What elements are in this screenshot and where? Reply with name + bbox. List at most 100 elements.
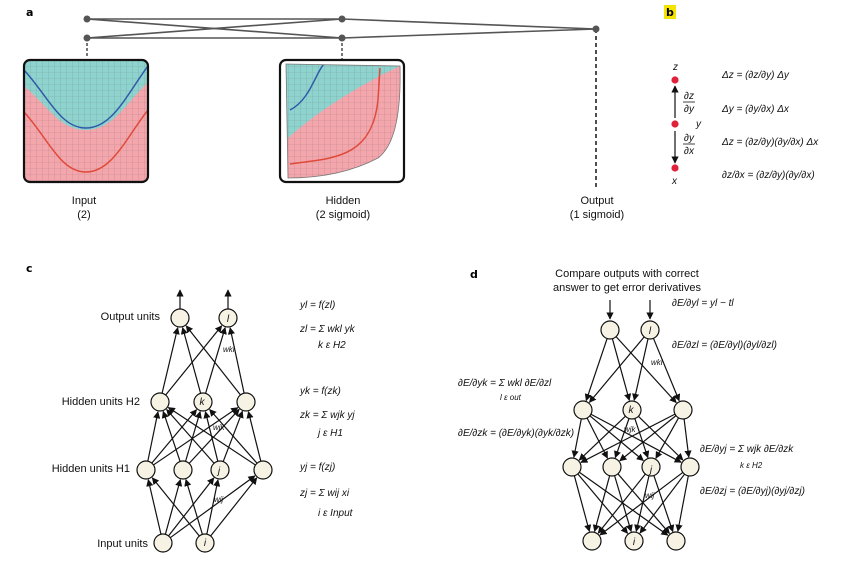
c-edge	[188, 408, 240, 464]
panel-a-network-edges	[86, 18, 597, 190]
d-edge	[634, 475, 650, 532]
d-node-j-label: j	[648, 465, 653, 476]
d-node	[640, 320, 660, 340]
c-edge	[151, 409, 198, 464]
d-eq-right-1-sub: k ε H2	[740, 461, 763, 470]
input-label: Input	[72, 195, 96, 207]
d-node	[666, 531, 686, 551]
c-node	[173, 460, 193, 480]
c-edge	[161, 410, 181, 462]
eq-b4: ∂z/∂x = (∂z/∂y)(∂y/∂x)	[722, 170, 815, 181]
panel-d-letter: d	[470, 268, 478, 281]
d-title-line-1: Compare outputs with correct	[555, 268, 699, 280]
c-eq-h2-2: zk = Σ wjk yj	[299, 410, 355, 421]
panel-d-nodes	[562, 320, 700, 551]
d-edge	[615, 336, 677, 404]
input-node-1	[83, 15, 91, 23]
d-w-kl: wkl	[651, 358, 663, 367]
d-node	[622, 400, 642, 420]
c-edge	[168, 477, 215, 537]
d-node-i-label: i	[633, 537, 636, 548]
c-node	[218, 308, 238, 328]
input-sub-label: (2)	[77, 209, 90, 221]
hidden-node-2	[338, 34, 346, 42]
d-edge	[634, 418, 650, 459]
hidden-space-plot	[278, 58, 406, 184]
output-units-label: Output units	[101, 311, 161, 323]
c-edge	[204, 326, 227, 394]
hidden-label: Hidden	[326, 195, 361, 207]
c-edge	[146, 479, 162, 535]
d-edge	[652, 338, 681, 402]
d-eq-right-2: ∂E/∂zj = (∂E/∂yj)(∂yj/∂zj)	[700, 486, 805, 497]
c-w-kl: wkl	[223, 345, 235, 354]
c-edge	[246, 411, 262, 462]
c-node	[150, 392, 170, 412]
output-node	[592, 25, 600, 33]
c-edge	[180, 326, 202, 394]
d-node-l-label: l	[649, 326, 652, 337]
d-edge	[578, 415, 626, 461]
d-node	[641, 457, 661, 477]
node-x-label: x	[671, 176, 678, 187]
d-edge	[577, 473, 629, 534]
hidden-node-1	[338, 15, 346, 23]
d-edge	[653, 475, 675, 533]
d-node	[573, 400, 593, 420]
d-w-ij: wij	[645, 491, 655, 500]
panel-a-letter: a	[26, 6, 33, 19]
eq-b2: Δy = (∂y/∂x) Δx	[721, 104, 790, 115]
d-edge	[599, 471, 684, 536]
d-node	[602, 457, 622, 477]
c-eq-out-1: yl = f(zl)	[299, 300, 335, 311]
d-edge	[611, 338, 632, 402]
c-node	[193, 392, 213, 412]
hidden-h2-label: Hidden units H2	[62, 396, 140, 408]
d-eq-right-1: ∂E/∂yj = Σ wjk ∂E/∂zk	[700, 444, 794, 455]
c-edge	[185, 325, 241, 396]
d-title-line-2: answer to get error derivatives	[553, 282, 701, 294]
panel-c-edges	[146, 289, 262, 539]
c-edge	[209, 408, 258, 464]
hidden-sub-label: (2 sigmoid)	[316, 209, 370, 221]
c-node-l-label: l	[227, 314, 230, 325]
d-node	[680, 457, 700, 477]
c-node	[253, 460, 273, 480]
c-eq-h1-1: yj = f(zj)	[299, 462, 335, 473]
d-node-k-label: k	[629, 405, 635, 416]
node-z-label: z	[672, 62, 678, 73]
c-node	[210, 460, 230, 480]
c-w-jk: wjk	[213, 423, 226, 432]
c-eq-h2-1: yk = f(zk)	[299, 386, 341, 397]
c-eq-h1-3: i ε Input	[318, 508, 354, 519]
d-edge	[580, 413, 676, 463]
panel-c: c Output units Hidden units H2 Hidden un…	[26, 262, 356, 553]
d-w-jk: wjk	[624, 425, 637, 434]
panel-b: b z ∂z ∂y y ∂y ∂x x Δz = (∂z/∂y) Δy Δy =…	[664, 5, 819, 187]
d-node	[582, 531, 602, 551]
node-x	[671, 164, 679, 172]
c-edge	[184, 410, 202, 462]
d-edge	[597, 473, 646, 534]
panel-a-network-nodes	[83, 15, 600, 42]
d-edge	[586, 417, 609, 459]
deriv-yx-num: ∂y	[684, 133, 695, 144]
d-edge	[619, 415, 677, 462]
d-edge	[584, 338, 608, 402]
d-edge	[573, 475, 592, 533]
d-edge	[683, 418, 692, 458]
c-node-j-label: j	[216, 466, 221, 477]
d-edge	[578, 471, 669, 536]
input-node-2	[83, 34, 91, 42]
panel-b-letter-highlight	[664, 5, 676, 19]
c-node-i-label: i	[204, 538, 207, 549]
c-node-k-label: k	[200, 397, 206, 408]
d-edge	[571, 418, 582, 458]
d-edge	[637, 415, 684, 461]
panel-b-letter: b	[666, 6, 674, 19]
d-edge	[655, 417, 680, 459]
c-node	[153, 533, 173, 553]
d-eq-top-2: ∂E/∂zl = (∂E/∂yl)(∂yl/∂zl)	[672, 340, 777, 351]
c-node	[195, 533, 215, 553]
d-node	[673, 400, 693, 420]
